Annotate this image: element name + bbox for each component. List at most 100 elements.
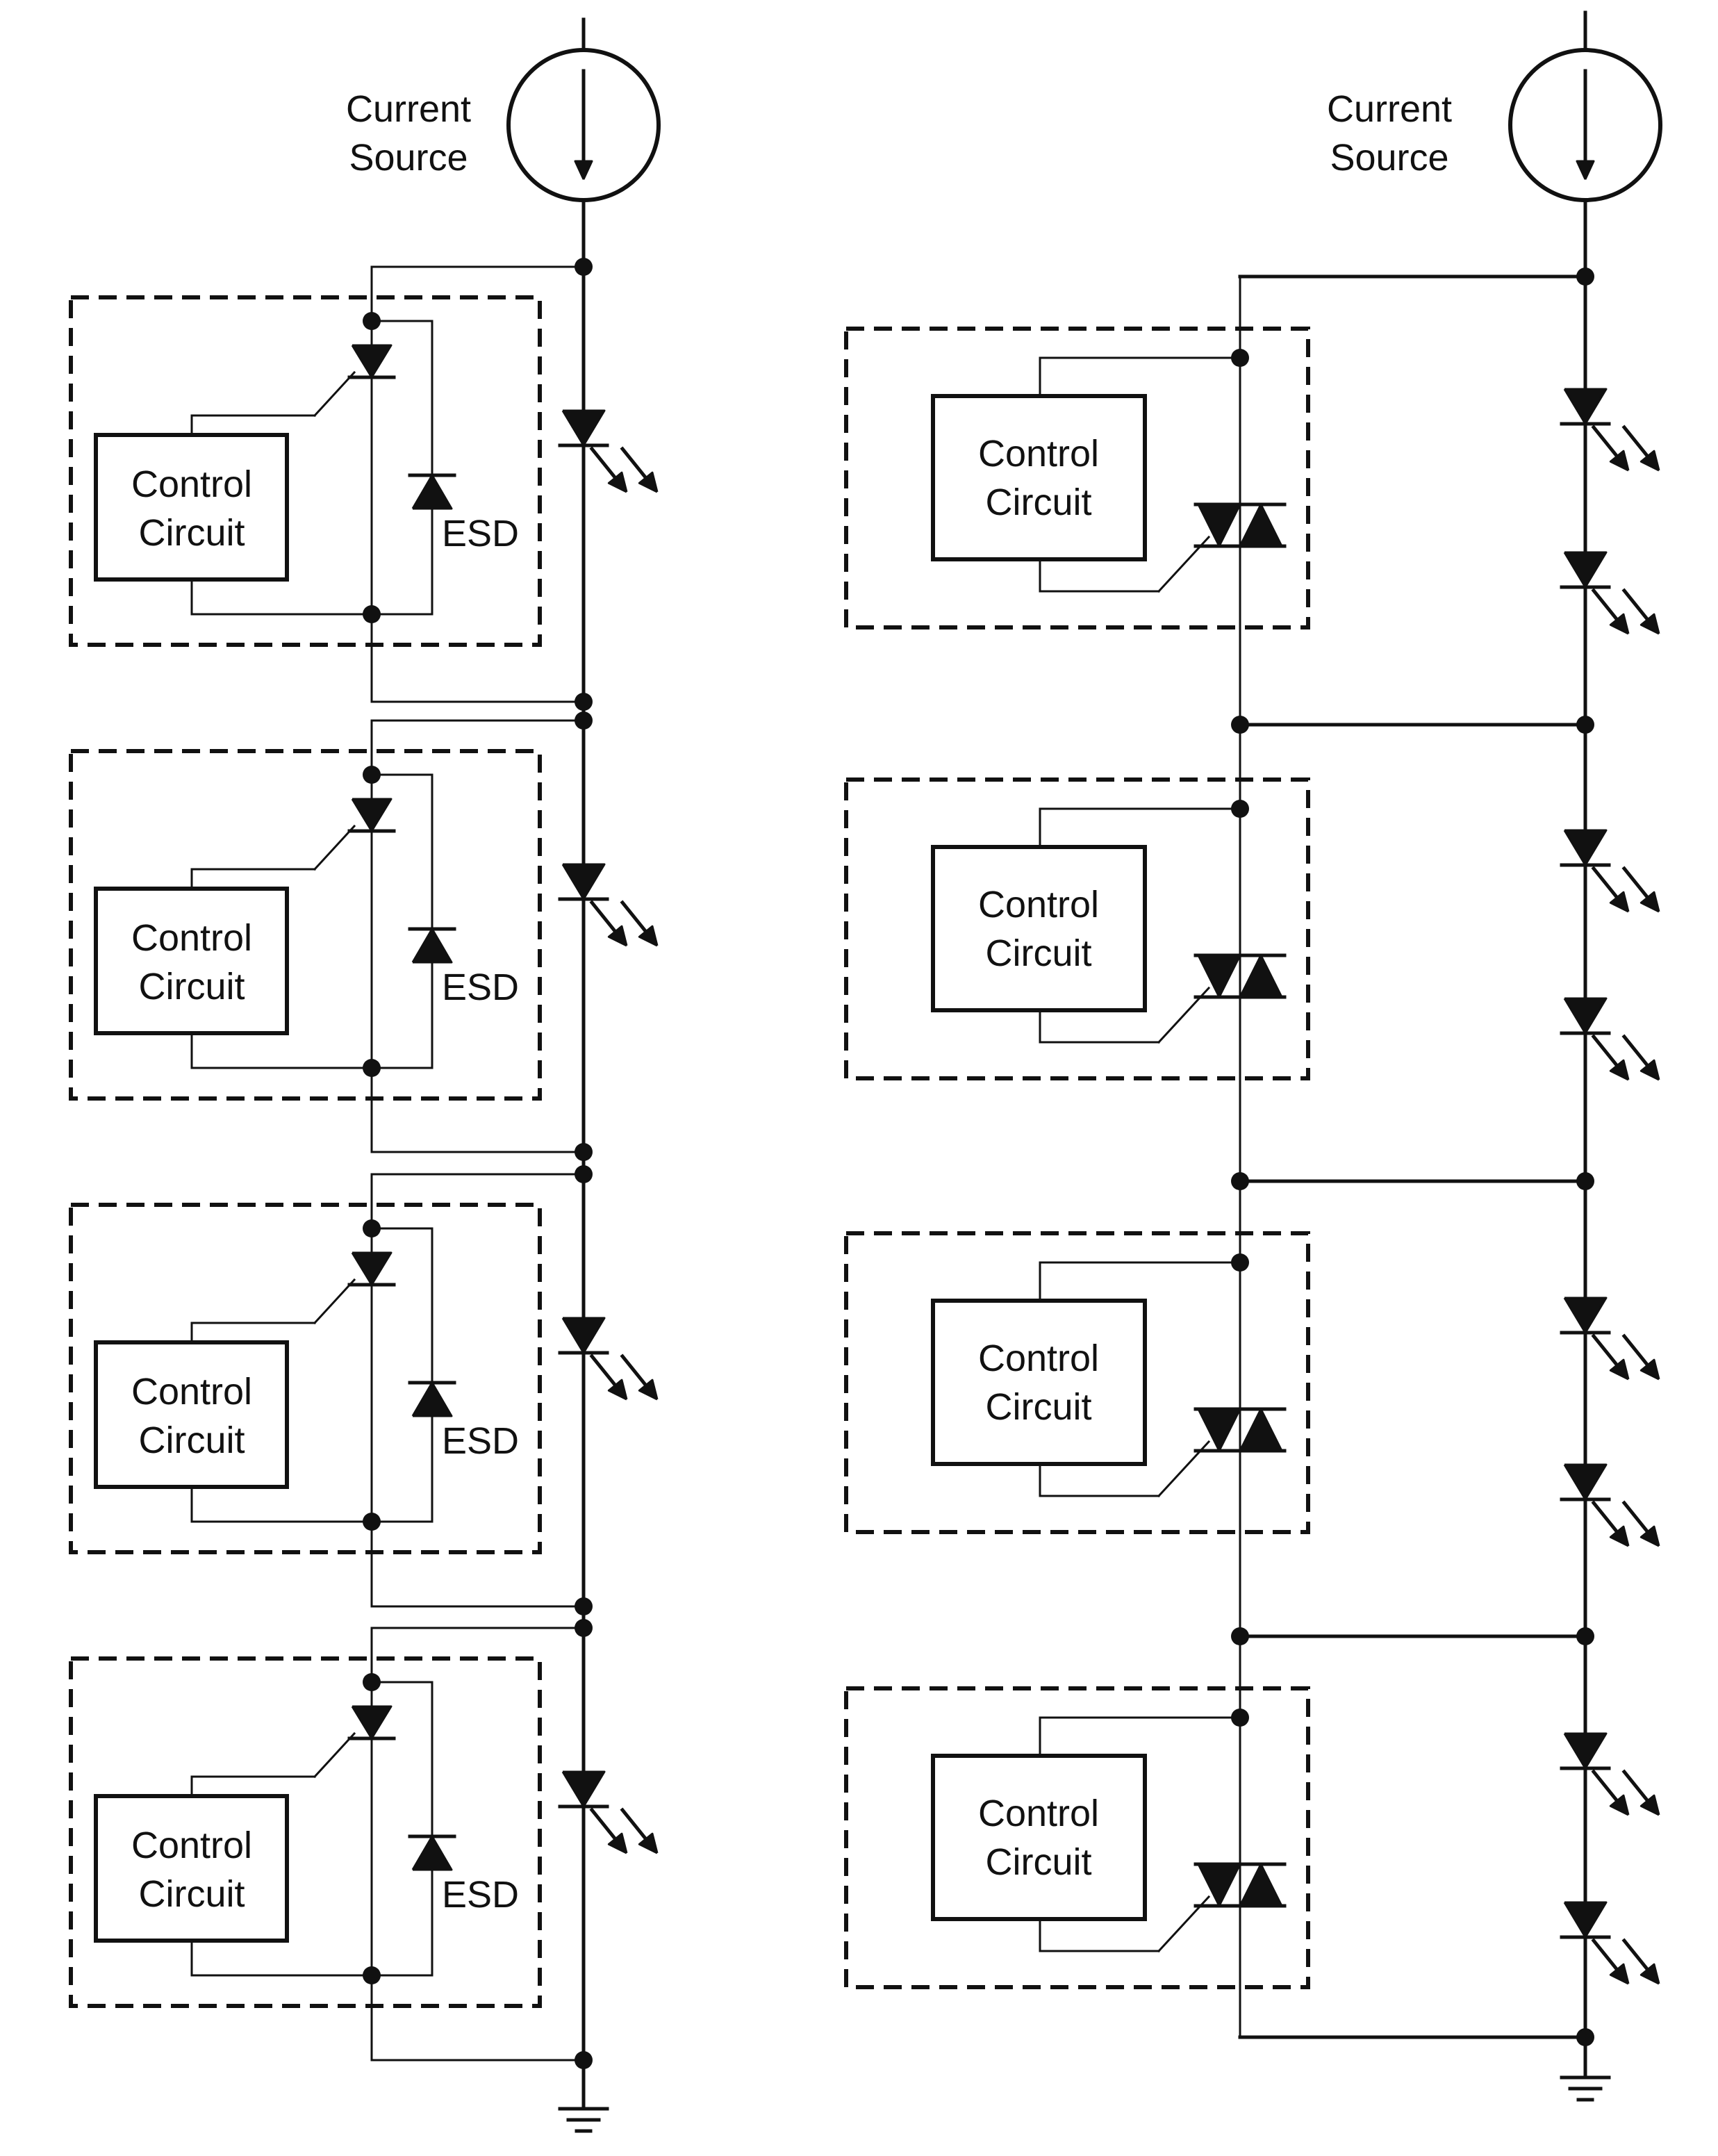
right-stage-led-1 [1560, 1732, 1660, 1816]
left-stage-led-emission-arrow-2 [620, 1807, 659, 1854]
right-stage-led-1-emission-arrow-2 [1621, 866, 1660, 913]
junction-dot [575, 258, 593, 276]
switch-diode [347, 1251, 396, 1287]
switch-diode [347, 344, 396, 379]
left-stage-led-diode-triangle [561, 409, 606, 447]
right-stage-led-1-emission-arrow-1 [1591, 1333, 1630, 1381]
control-gate-wire-diag [313, 1278, 356, 1325]
left-stage-led-diode [558, 409, 609, 447]
left-stage-led-emission-arrow-2-head [638, 471, 659, 493]
right-stage-led-2-emission-arrow-2-head [1639, 1525, 1660, 1547]
control-circuit-box [94, 1794, 289, 1943]
left-stage-led-emission-arrow-1 [589, 1807, 628, 1854]
left-stage-led-emission-arrow-2-head [638, 1379, 659, 1401]
left-stage-led-emission-arrow-1-head [607, 471, 628, 493]
left-stage-led-diode-triangle [561, 863, 606, 900]
junction-dot [575, 1165, 593, 1183]
right-stage-led-1 [1560, 388, 1660, 472]
left-ground [558, 2107, 609, 2133]
right-stage-led-2-emission-arrow-2-head [1639, 1963, 1660, 1985]
control-circuit-label-line-2: Circuit [138, 1873, 245, 1915]
right-stage-led-1-emission-arrow-1-head [1609, 1794, 1630, 1816]
control-circuit-label-line-1: Control [131, 1371, 252, 1413]
right-stage-led-1-diode-triangle [1563, 388, 1608, 425]
left-stage-dashed-boundary [69, 749, 542, 1101]
right-stage-led-2-emission-arrow-2 [1621, 588, 1660, 635]
control-circuit-label-line-1: Control [978, 1793, 1099, 1834]
left-stage-dashed-boundary [69, 295, 542, 647]
triac-switch [1193, 953, 1287, 999]
right-circuit: CurrentSourceControlCircuitControlCircui… [844, 10, 1662, 2102]
junction-dot [1231, 1709, 1249, 1727]
control-circuit-label-line-1: Control [978, 884, 1099, 925]
right-stage-led-2-emission-arrow-1-head [1609, 1963, 1630, 1985]
left-stage-led-diode [558, 1317, 609, 1355]
junction-dot [1576, 1172, 1594, 1190]
junction-dot [1231, 800, 1249, 818]
right-stage-led-2-emission-arrow-2 [1621, 1500, 1660, 1547]
control-circuit-label-line-1: Control [131, 463, 252, 505]
left-circuit: CurrentSourceESDControlCircuitESDControl… [69, 17, 661, 2133]
junction-dot [575, 1597, 593, 1615]
right-stage-led-2 [1560, 1463, 1660, 1547]
left-stage-led-emission-arrow-1-head [607, 1379, 628, 1401]
right-stage-led-1-emission-arrow-2-head [1639, 1794, 1660, 1816]
junction-dot [575, 1619, 593, 1637]
triac-switch [1193, 1862, 1287, 1908]
triac-switch [1193, 502, 1287, 548]
left-stage-led-emission-arrow-2-shaft [620, 1353, 649, 1388]
control-circuit-label-line-2: Circuit [985, 482, 1091, 523]
left-stage-led-emission-arrow-2-head [638, 925, 659, 947]
left-stage-led-emission-arrow-1-shaft [589, 446, 618, 481]
left-current-source-arrow-head [574, 160, 593, 180]
right-stage-led-2 [1560, 1901, 1660, 1985]
right-stage-led-1-diode [1560, 1297, 1611, 1335]
right-stage-led-2 [1560, 997, 1660, 1081]
control-circuit-box [94, 1340, 289, 1489]
triac-switch-triangle-up [1239, 1863, 1283, 1907]
right-stage-led-2-emission-arrow-2 [1621, 1034, 1660, 1081]
control-circuit-label-line-2: Circuit [138, 966, 245, 1007]
right-stage-led-1-emission-arrow-1-head [1609, 891, 1630, 913]
left-stage-led-emission-arrow-2-shaft [620, 900, 649, 935]
control-circuit-label-line-2: Circuit [985, 932, 1091, 974]
switch-diode-triangle [351, 1251, 393, 1286]
control-gate-wire-diag [313, 824, 356, 871]
triac-switch-triangle-down [1197, 1863, 1241, 1907]
right-stage-dashed-boundary [844, 1231, 1310, 1534]
right-current-source-arrow-head [1576, 160, 1595, 180]
left-stage-led-emission-arrow-1 [589, 1353, 628, 1401]
junction-dot [363, 1673, 381, 1691]
control-circuit-box [931, 394, 1147, 561]
junction-dot [1231, 349, 1249, 367]
esd-label: ESD [442, 1420, 519, 1462]
right-stage-led-1-emission-arrow-1 [1591, 866, 1630, 913]
right-stage-led-1-emission-arrow-2-head [1639, 450, 1660, 472]
right-stage-led-1-diode-triangle [1563, 829, 1608, 866]
left-stage-led-emission-arrow-1-head [607, 925, 628, 947]
control-circuit-label-line-2: Circuit [985, 1841, 1091, 1883]
right-stage-led-1-emission-arrow-2-shaft [1621, 1333, 1651, 1368]
left-stage-led-diode [558, 863, 609, 901]
triac-switch-triangle-up [1239, 1408, 1283, 1452]
right-stage-led-1-diode [1560, 829, 1611, 867]
control-circuit-label-line-1: Control [978, 433, 1099, 475]
right-stage-led-2-diode-triangle [1563, 997, 1608, 1035]
switch-diode [347, 1705, 396, 1741]
left-current-source-arrow [574, 69, 593, 180]
left-stage-led-emission-arrow-1-head [607, 1832, 628, 1854]
right-stage-dashed-boundary [844, 1686, 1310, 1989]
control-circuit-label-line-2: Circuit [138, 512, 245, 554]
right-stage-led-1-emission-arrow-2-head [1639, 891, 1660, 913]
right-stage-led-1-emission-arrow-1-shaft [1591, 866, 1620, 900]
right-stage-led-1-emission-arrow-1 [1591, 1769, 1630, 1816]
junction-dot [575, 711, 593, 730]
